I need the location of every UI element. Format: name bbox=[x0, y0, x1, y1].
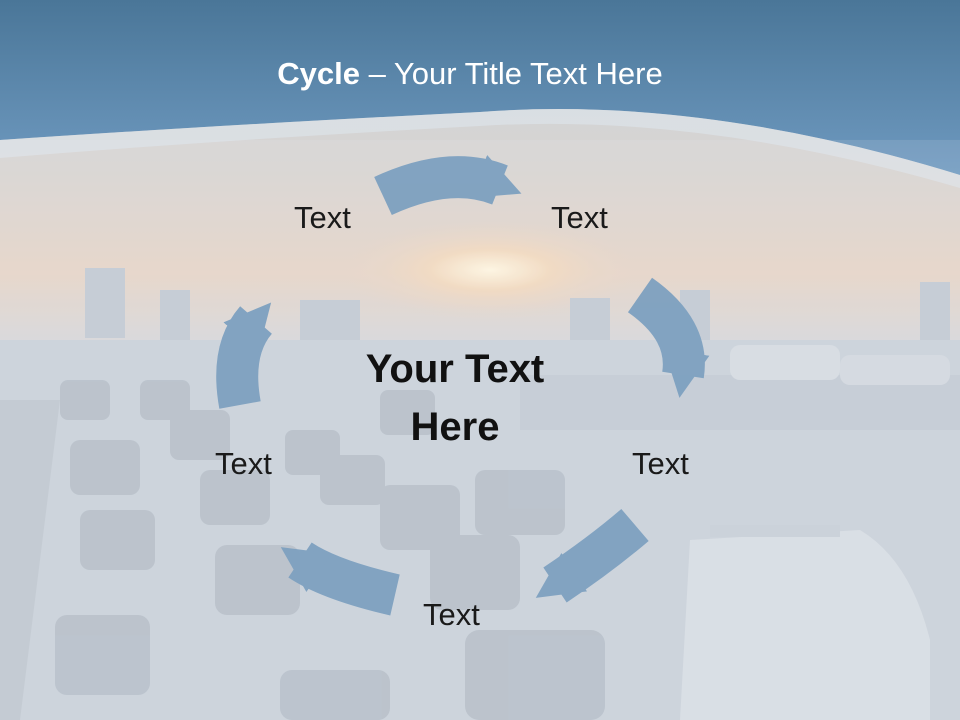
cycle-label-1: Text bbox=[294, 200, 351, 235]
cycle-arrow-icon bbox=[280, 542, 400, 616]
cycle-arrow-icon bbox=[535, 509, 649, 603]
cycle-label-2: Text bbox=[551, 200, 608, 235]
slide-title: Cycle – Your Title Text Here bbox=[0, 56, 940, 92]
center-text-line2: Here bbox=[410, 405, 500, 449]
title-bold: Cycle bbox=[277, 56, 360, 91]
center-text: Your Text Here bbox=[330, 340, 580, 456]
cycle-arrow-icon bbox=[627, 277, 710, 398]
cycle-arrow-icon bbox=[216, 302, 273, 409]
center-text-line1: Your Text bbox=[365, 347, 545, 391]
cycle-label-4: Text bbox=[423, 597, 480, 632]
title-rest: – Your Title Text Here bbox=[360, 56, 663, 91]
cycle-arrow-icon bbox=[374, 154, 522, 216]
cycle-label-3: Text bbox=[632, 446, 689, 481]
cycle-label-5: Text bbox=[215, 446, 272, 481]
